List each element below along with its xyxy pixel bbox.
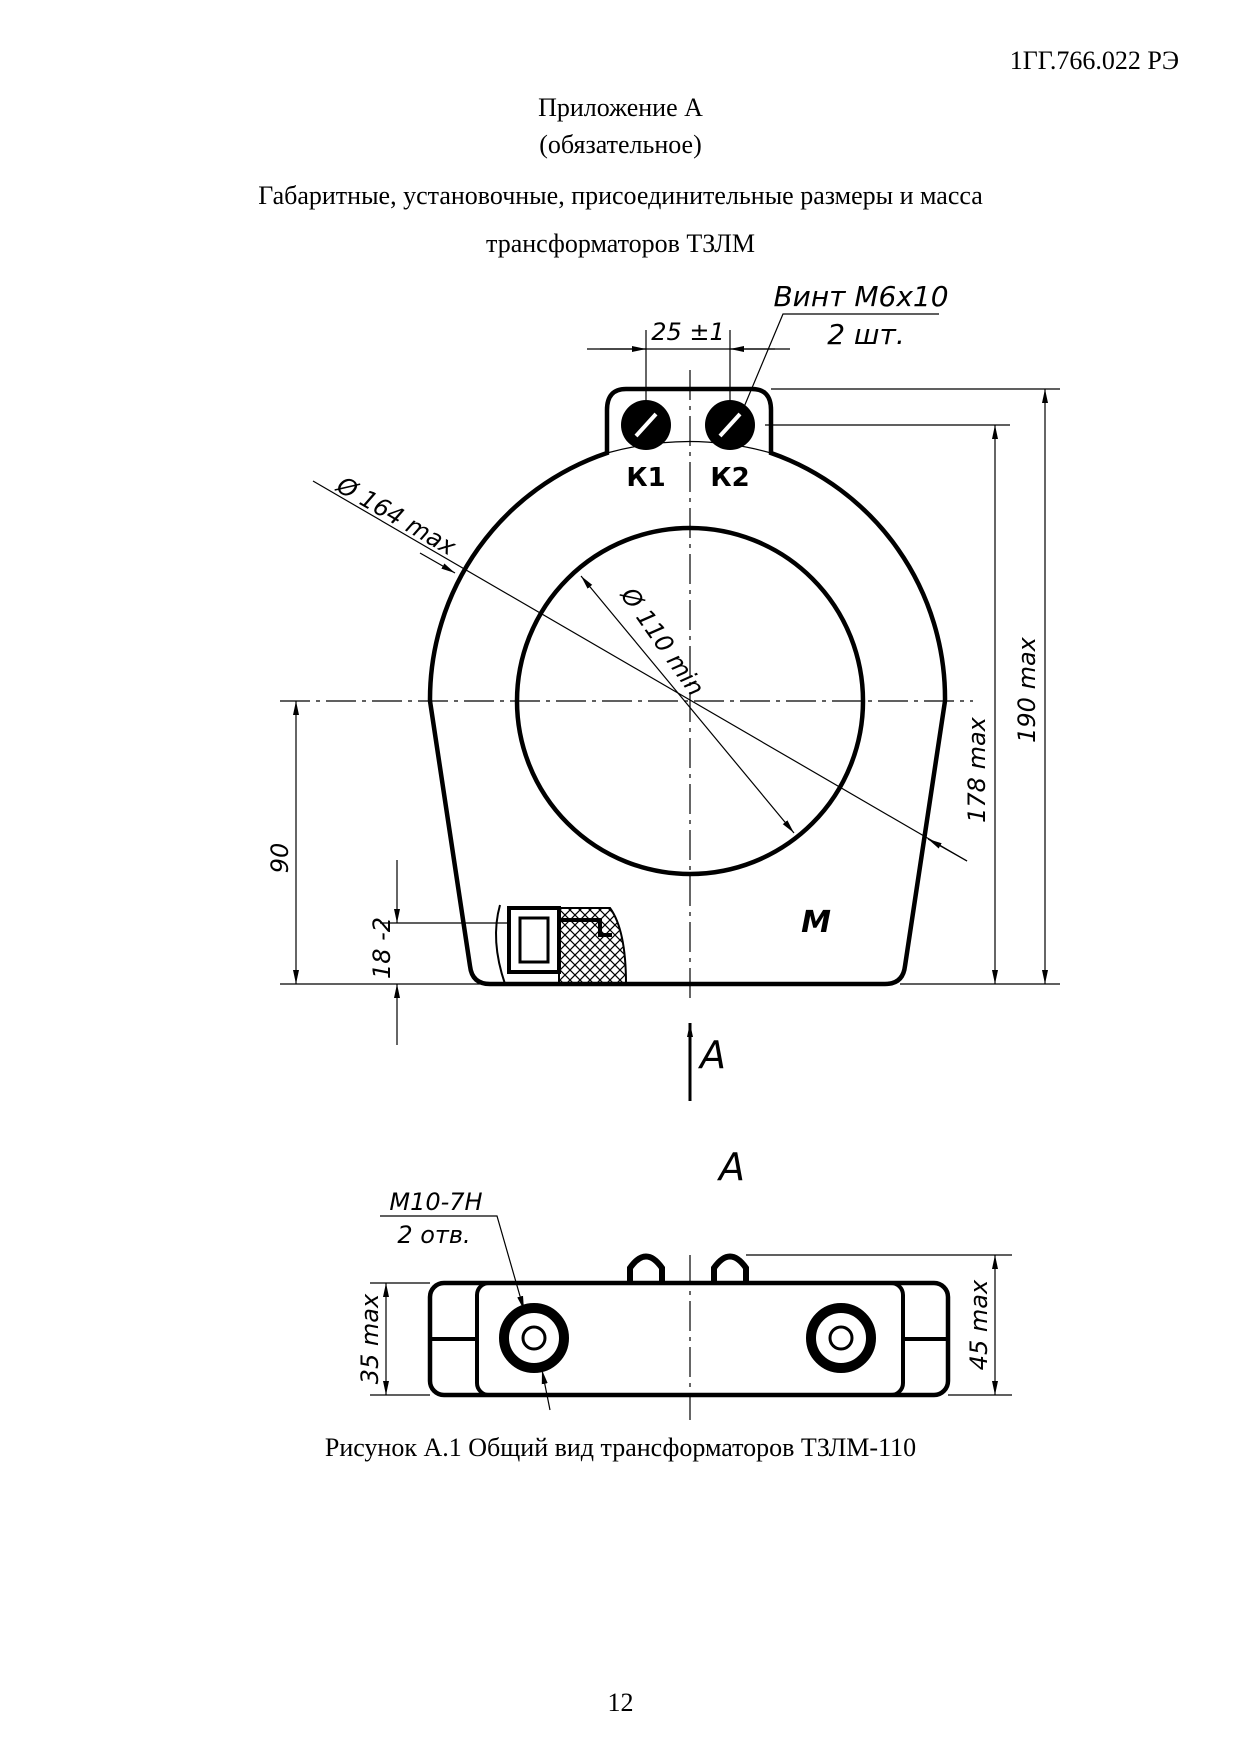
page-number: 12 bbox=[607, 1688, 634, 1717]
terminal-screw-k2 bbox=[705, 400, 755, 450]
dim-inner-diameter: Ø 110 min bbox=[615, 582, 710, 701]
mounting-hole-1 bbox=[499, 1303, 569, 1373]
dim-connector-height: 18 -2 bbox=[368, 917, 396, 979]
view-arrow-label: А bbox=[697, 1033, 726, 1077]
inner-window bbox=[514, 525, 866, 877]
document-code: 1ГГ.766.022 РЭ bbox=[1009, 46, 1179, 75]
terminal-tab-1 bbox=[627, 1253, 665, 1283]
view-label: А bbox=[716, 1145, 745, 1189]
dim-center-height: 90 bbox=[266, 843, 294, 874]
terminal-label-k2: К2 bbox=[710, 463, 749, 493]
figure-caption: Рисунок А.1 Общий вид трансформаторов ТЗ… bbox=[324, 1433, 917, 1462]
screw-qty: 2 шт. bbox=[827, 318, 905, 351]
dim-width-35: 35 max bbox=[356, 1293, 384, 1384]
dim-height-190: 190 max bbox=[1013, 636, 1041, 743]
dim-height-178: 178 max bbox=[963, 716, 991, 823]
section-title-line1: Габаритные, установочные, присоединитель… bbox=[258, 181, 983, 210]
connector-hatched bbox=[558, 907, 628, 985]
appendix-title: Приложение А bbox=[538, 93, 703, 122]
terminal-label-k1: К1 bbox=[626, 463, 665, 493]
appendix-note: (обязательное) bbox=[539, 130, 702, 159]
transformer-body-outline bbox=[427, 386, 948, 987]
dim-outer-diameter: Ø 164 max bbox=[331, 470, 461, 561]
terminal-screw-k1 bbox=[621, 400, 671, 450]
terminal-tab-2 bbox=[711, 1253, 749, 1283]
thread-label: М10-7Н bbox=[389, 1188, 482, 1216]
dim-spacing: 25 ±1 bbox=[651, 318, 725, 346]
mounting-hole-2 bbox=[806, 1303, 876, 1373]
section-title-line2: трансформаторов ТЗЛМ bbox=[486, 229, 755, 258]
connector-block bbox=[507, 906, 561, 974]
dim-width-45: 45 max bbox=[965, 1279, 993, 1370]
manufacturer-logo: М bbox=[801, 905, 831, 940]
screw-label: Винт М6х10 bbox=[773, 280, 948, 313]
thread-qty: 2 отв. bbox=[397, 1221, 470, 1249]
